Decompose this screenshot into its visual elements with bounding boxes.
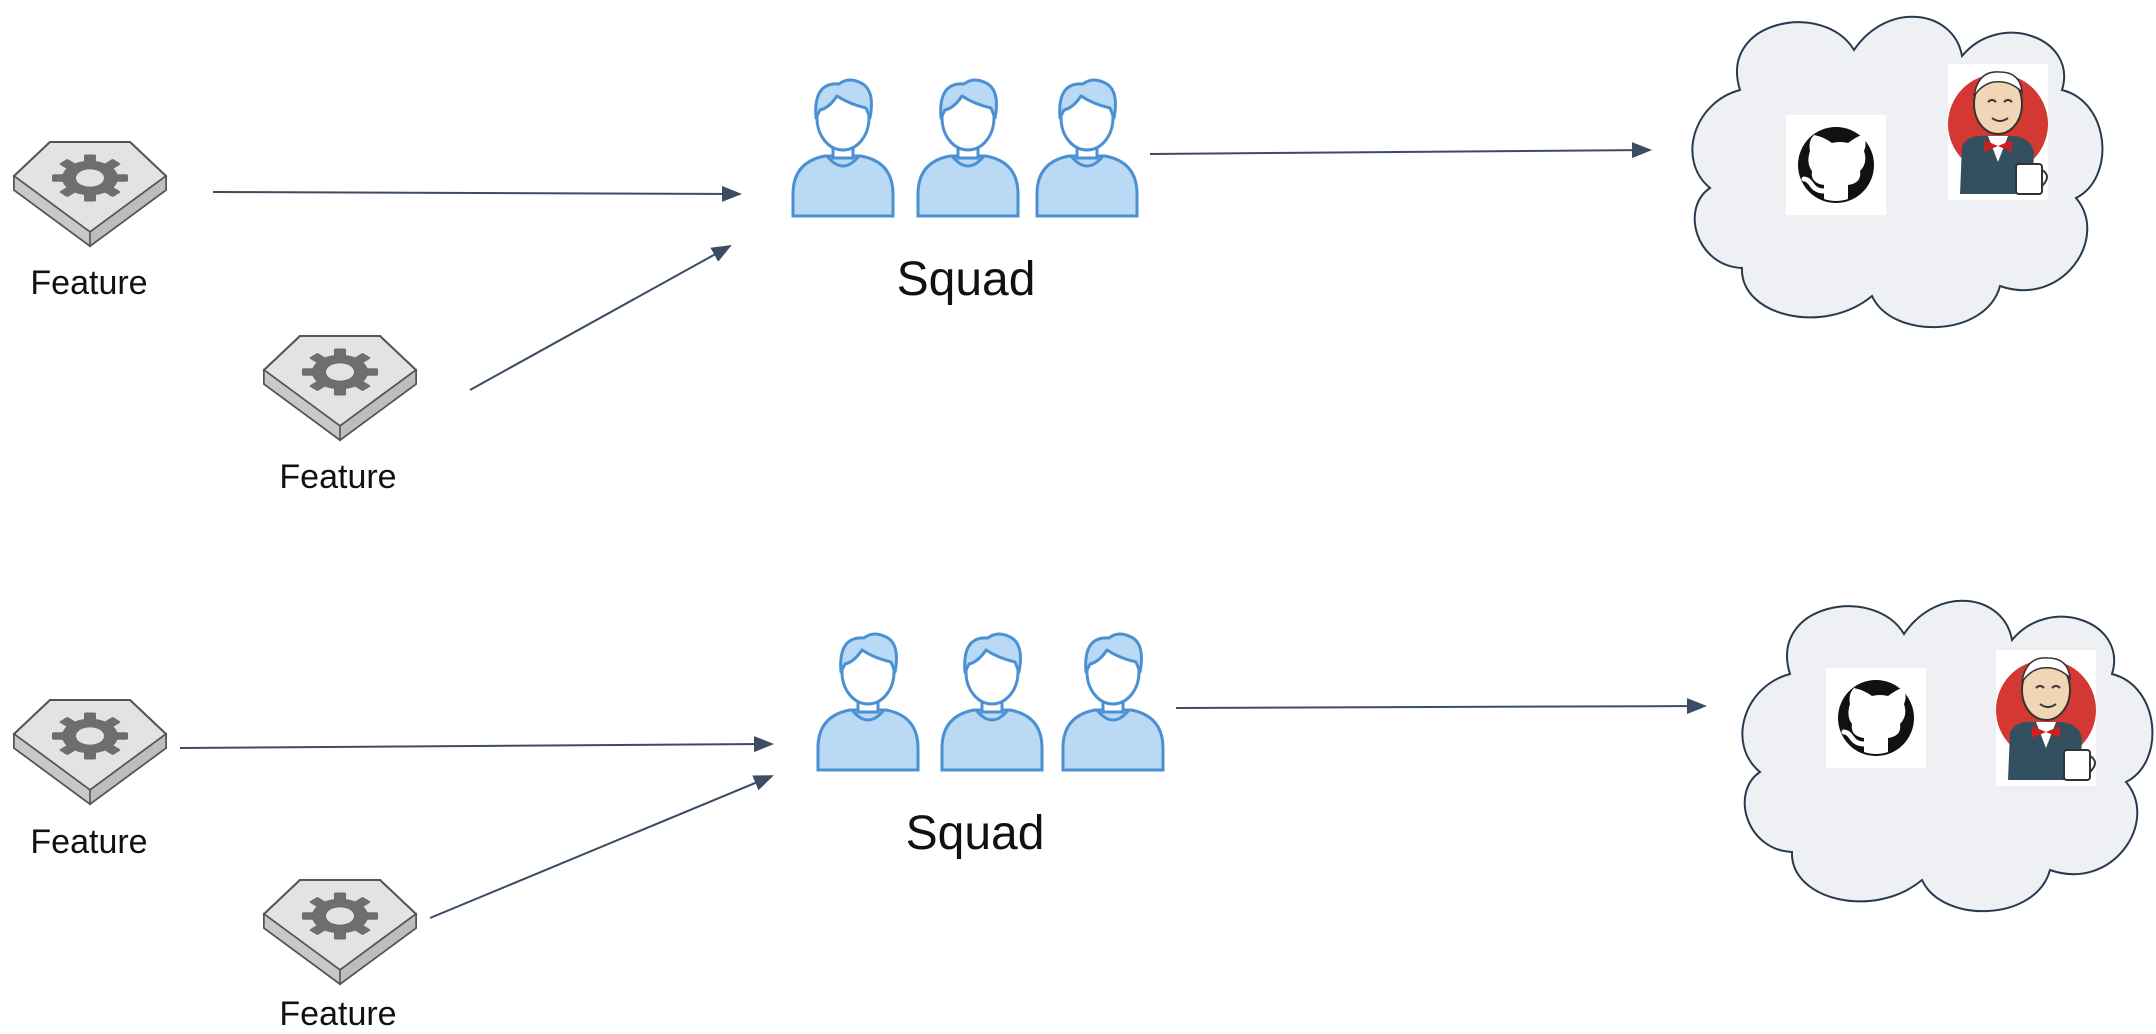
jenkins-icon	[1995, 649, 2097, 787]
feature-icon	[263, 879, 417, 985]
github-icon	[1786, 115, 1886, 215]
feature-icon	[13, 699, 167, 805]
arrow-squad-to-cloud	[1149, 142, 1652, 159]
squad-label: Squad	[896, 253, 1036, 306]
feature-icon	[13, 141, 167, 247]
person-icon	[791, 78, 895, 218]
jenkins-icon	[1947, 63, 2049, 201]
feature-label: Feature	[279, 995, 397, 1033]
arrow-feature-to-squad	[469, 245, 732, 391]
arrow-feature-to-squad	[179, 736, 774, 753]
feature-label: Feature	[279, 458, 397, 496]
row-1	[13, 15, 2104, 441]
feature-label: Feature	[30, 823, 148, 861]
row-2	[13, 599, 2154, 985]
squad-label: Squad	[905, 807, 1045, 860]
person-icon	[1035, 78, 1139, 218]
person-icon	[940, 632, 1044, 772]
person-icon	[916, 78, 1020, 218]
arrow-squad-to-cloud	[1175, 698, 1707, 715]
feature-icon	[263, 335, 417, 441]
feature-label: Feature	[30, 264, 148, 302]
person-icon	[1061, 632, 1165, 772]
arrow-feature-to-squad	[429, 775, 774, 919]
arrow-feature-to-squad	[212, 185, 742, 202]
person-icon	[816, 632, 920, 772]
github-icon	[1826, 668, 1926, 768]
